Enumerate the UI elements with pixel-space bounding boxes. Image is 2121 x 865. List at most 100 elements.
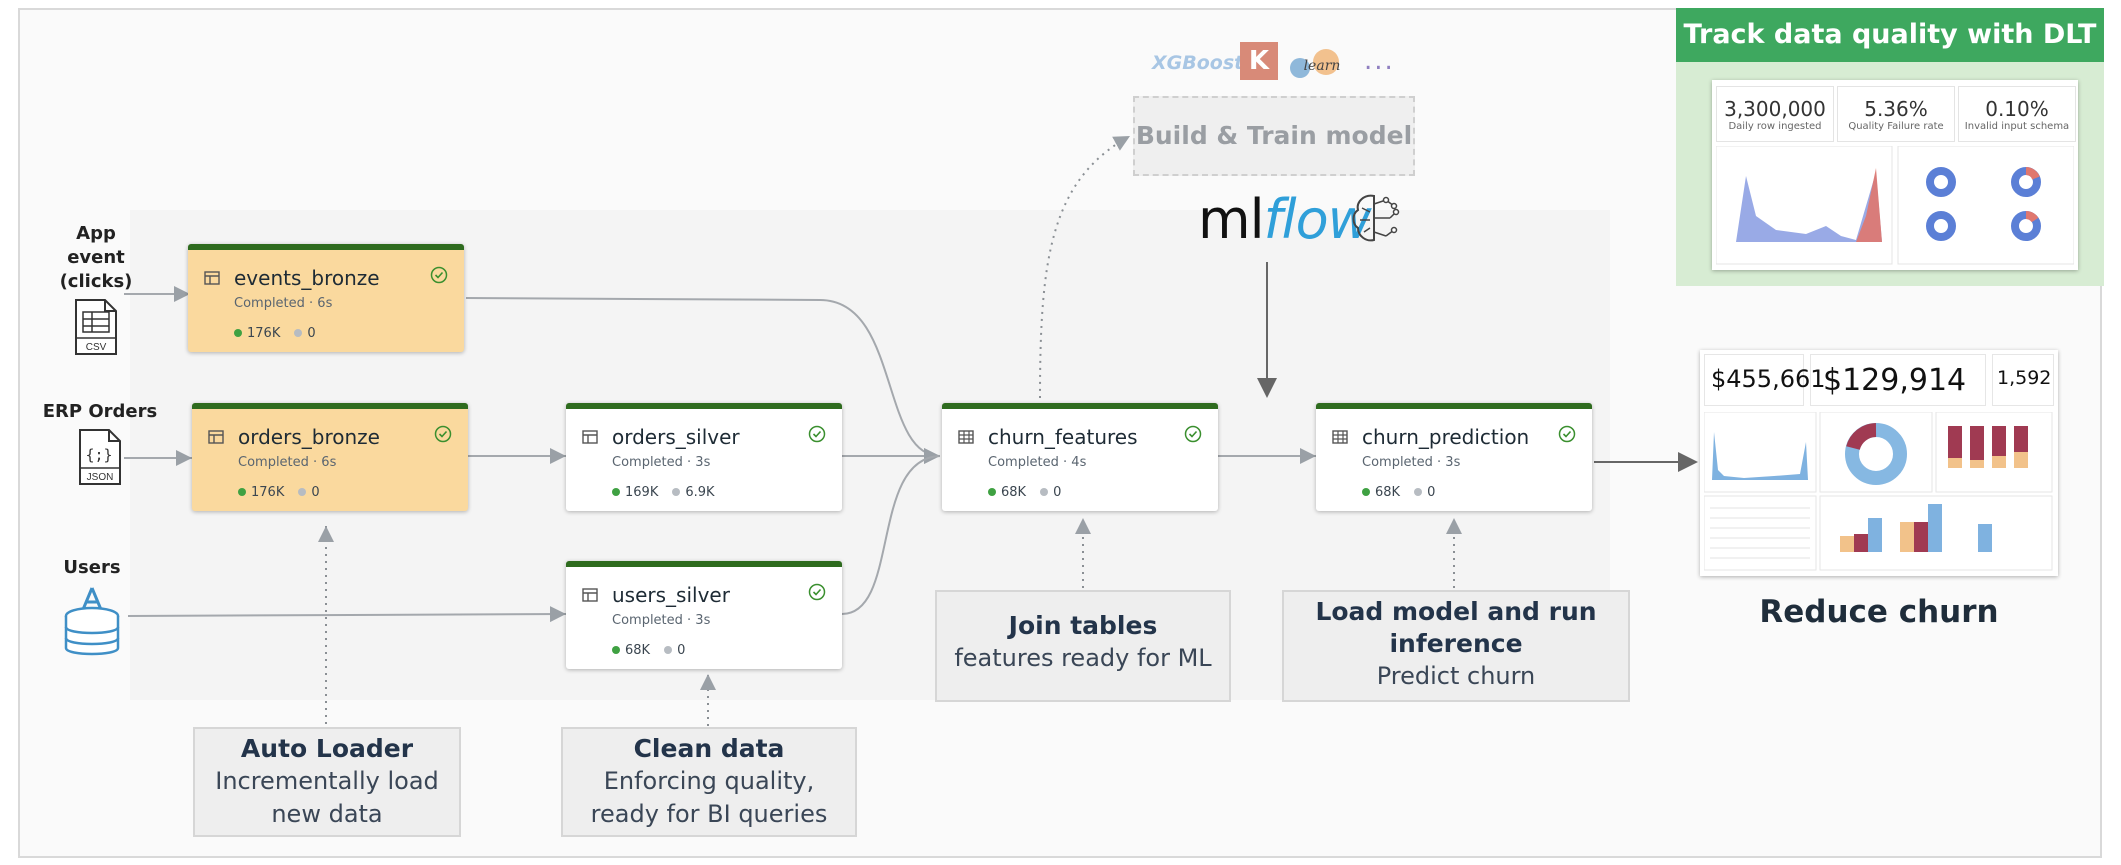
- table-card-orders-silver[interactable]: orders_silver Completed · 3s 169K 6.9K: [566, 403, 842, 511]
- kpi-card: 3,300,000 Daily row ingested: [1716, 86, 1834, 142]
- check-circle-icon: [808, 425, 826, 443]
- note-auto-loader: Auto Loader Incrementally load new data: [193, 727, 461, 837]
- kpi-value: 1,592: [1992, 354, 2054, 406]
- rows-written: 68K: [625, 643, 651, 658]
- build-train-model-box: Build & Train model: [1133, 96, 1415, 176]
- rows-written: 176K: [251, 485, 285, 500]
- churn-mini-charts: [1704, 412, 2053, 571]
- xgboost-logo: XGBoost: [1152, 52, 1244, 74]
- note-title: Clean data: [633, 734, 785, 763]
- note-title: Join tables: [1008, 611, 1158, 640]
- check-circle-icon: [808, 583, 826, 601]
- rows-dropped: 0: [307, 326, 316, 341]
- note-line: Incrementally load: [215, 767, 439, 795]
- rows-dropped: 0: [1427, 485, 1436, 500]
- source-erp-orders: ERP Orders {;} JSON: [30, 400, 170, 490]
- edge-users-features: [841, 455, 941, 615]
- rows-written: 169K: [625, 485, 659, 500]
- table-status: Completed · 3s: [612, 455, 711, 470]
- table-status: Completed · 3s: [1362, 455, 1461, 470]
- note-line: features ready for ML: [954, 644, 1212, 672]
- erp-orders-label: ERP Orders: [42, 401, 158, 422]
- dropped-dot-icon: [664, 645, 673, 654]
- csv-label: CSV: [86, 342, 107, 353]
- dlt-quality-panel: Track data quality with DLT 3,300,000 Da…: [1676, 8, 2104, 286]
- rows-written: 176K: [247, 326, 281, 341]
- json-file-icon: {;} JSON: [30, 428, 170, 490]
- kpi-label: Daily row ingested: [1728, 121, 1822, 132]
- keras-logo: K: [1240, 42, 1278, 80]
- churn-dashboard-thumbnail: $455,661 $129,914 1,592: [1700, 350, 2058, 576]
- table-status: Completed · 6s: [234, 296, 333, 311]
- streaming-table-icon: [582, 588, 598, 602]
- svg-text:{;}: {;}: [85, 446, 112, 464]
- note-join-tables: Join tables features ready for ML: [935, 590, 1231, 702]
- table-name: churn_prediction: [1362, 425, 1530, 449]
- table-status: Completed · 3s: [612, 613, 711, 628]
- note-clean-data: Clean data Enforcing quality, ready for …: [561, 727, 857, 837]
- edge-features-build: [1039, 135, 1131, 399]
- source-users: Users: [22, 556, 162, 660]
- rows-dot-icon: [1362, 487, 1370, 496]
- rows-dropped: 0: [311, 485, 320, 500]
- kpi-value: $455,661: [1704, 354, 1826, 406]
- table-stats: 176K 0: [234, 326, 316, 341]
- table-icon: [1332, 430, 1348, 444]
- dropped-dot-icon: [672, 487, 681, 496]
- note-load-model: Load model and run inference Predict chu…: [1282, 590, 1630, 702]
- table-stats: 68K 0: [1362, 485, 1435, 500]
- edge-events-features: [465, 297, 941, 464]
- svg-text:learn: learn: [1304, 58, 1341, 74]
- check-circle-icon: [1184, 425, 1202, 443]
- dropped-dot-icon: [294, 328, 303, 337]
- table-icon: [958, 430, 974, 444]
- json-label: JSON: [87, 472, 114, 483]
- rows-written: 68K: [1375, 485, 1401, 500]
- table-name: events_bronze: [234, 266, 380, 290]
- table-status: Completed · 4s: [988, 455, 1087, 470]
- rows-dot-icon: [988, 487, 996, 496]
- kpi-card: 5.36% Quality Failure rate: [1837, 86, 1955, 142]
- dlt-title: Track data quality with DLT: [1676, 8, 2104, 62]
- note-line: Enforcing quality,: [603, 767, 815, 795]
- brain-icon: [1346, 190, 1402, 250]
- sklearn-logo: learn: [1286, 48, 1358, 86]
- table-name: orders_bronze: [238, 425, 380, 449]
- rows-written: 68K: [1001, 485, 1027, 500]
- table-card-events-bronze[interactable]: events_bronze Completed · 6s 176K 0: [188, 244, 464, 352]
- dropped-dot-icon: [1040, 487, 1049, 496]
- note-title: inference: [1389, 629, 1523, 658]
- kpi-label: Invalid input schema: [1964, 121, 2070, 132]
- check-circle-icon: [1558, 425, 1576, 443]
- rows-dot-icon: [238, 487, 246, 496]
- database-icon: [22, 584, 162, 660]
- kpi-card: 0.10% Invalid input schema: [1958, 86, 2076, 142]
- table-stats: 176K 0: [238, 485, 320, 500]
- users-label: Users: [63, 557, 121, 578]
- dropped-dot-icon: [298, 487, 307, 496]
- csv-file-icon: CSV: [26, 298, 166, 360]
- source-app-event: App event (clicks) CSV: [26, 222, 166, 360]
- note-line: Predict churn: [1376, 662, 1536, 690]
- more-libraries-icon: ...: [1364, 46, 1395, 76]
- reduce-churn-caption: Reduce churn: [1759, 594, 1999, 630]
- rows-dot-icon: [234, 328, 242, 337]
- table-card-churn-prediction[interactable]: churn_prediction Completed · 3s 68K 0: [1316, 403, 1592, 511]
- note-line: new data: [271, 800, 383, 828]
- rows-dropped: 0: [677, 643, 686, 658]
- table-stats: 68K 0: [612, 643, 685, 658]
- rows-dropped: 6.9K: [685, 485, 715, 500]
- kpi-label: Quality Failure rate: [1848, 121, 1944, 132]
- kpi-value: 3,300,000: [1724, 97, 1826, 121]
- note-line: ready for BI queries: [590, 800, 828, 828]
- table-name: churn_features: [988, 425, 1138, 449]
- dropped-dot-icon: [1414, 487, 1423, 496]
- table-name: orders_silver: [612, 425, 740, 449]
- streaming-table-icon: [582, 430, 598, 444]
- note-title: Load model and run: [1315, 597, 1597, 626]
